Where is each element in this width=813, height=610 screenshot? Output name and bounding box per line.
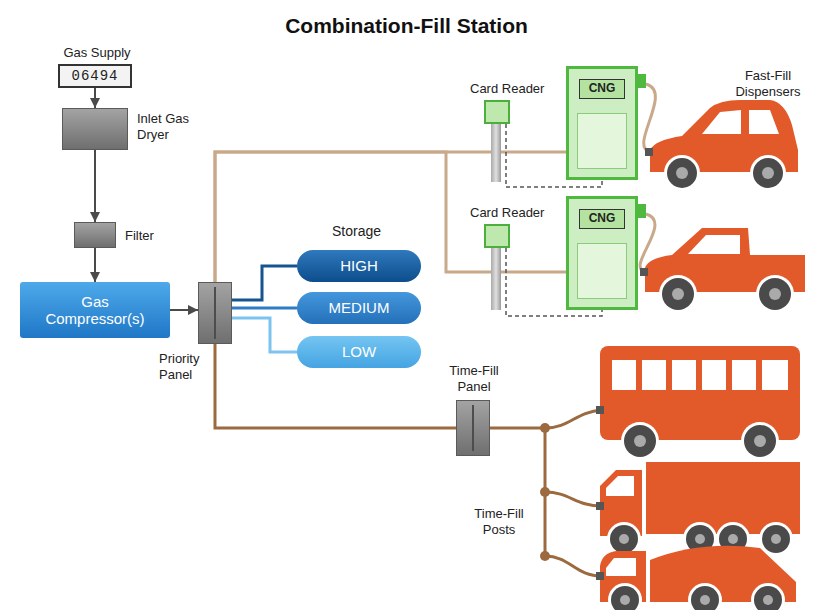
fast-fill-dispenser: CNG xyxy=(566,196,638,310)
dryer-box: Inlet Gas Dryer xyxy=(62,108,128,150)
post-dot xyxy=(540,423,550,433)
flow-line xyxy=(94,248,96,282)
fuel-hose xyxy=(644,84,656,152)
time-fill-panel: Time-Fill Panel xyxy=(456,400,490,456)
group-label: Storage xyxy=(332,223,381,240)
car-illustration xyxy=(645,100,798,191)
panel-divider xyxy=(472,405,474,451)
diagram-title: Combination-Fill Station xyxy=(0,14,813,38)
card-reader: Card Reader xyxy=(484,100,510,124)
node-heading: Card Reader xyxy=(470,81,544,97)
tank-label: HIGH xyxy=(340,257,378,274)
reader-post xyxy=(491,248,501,310)
priority-panel: Priority Panel xyxy=(198,282,232,344)
bus-illustration xyxy=(596,346,800,460)
node-heading: Card Reader xyxy=(470,205,544,221)
storage-tank: LOW xyxy=(297,336,421,368)
pickup-illustration xyxy=(640,228,805,313)
flow-line xyxy=(232,307,297,310)
process-label: Gas Compressor(s) xyxy=(36,293,154,328)
filter-box: Filter xyxy=(74,222,116,248)
node-heading: Filter xyxy=(125,228,154,244)
gas-meter: Gas Supply06494 xyxy=(58,64,132,88)
flow-line xyxy=(170,309,198,311)
flow-line xyxy=(232,318,297,352)
node-heading: Inlet Gas Dryer xyxy=(137,111,209,142)
reader-post xyxy=(491,124,501,182)
dispenser-panel xyxy=(577,113,627,169)
flow-line xyxy=(232,266,297,300)
nozzle-holster xyxy=(638,204,646,218)
refuse-truck-illustration xyxy=(596,546,796,610)
fast-fill-dispenser: CNG xyxy=(566,66,638,180)
time-fill-posts xyxy=(490,410,602,576)
storage-tank: HIGH xyxy=(297,250,421,282)
tank-label: MEDIUM xyxy=(329,299,390,316)
flow-line xyxy=(215,152,566,282)
nozzle-holster xyxy=(638,74,646,88)
panel-divider xyxy=(214,287,216,339)
post-dot xyxy=(540,487,550,497)
node-heading: Priority Panel xyxy=(159,351,209,382)
flow-line xyxy=(215,152,566,282)
dispenser-panel xyxy=(577,243,627,299)
truck-illustration xyxy=(596,462,800,556)
dispenser-label: CNG xyxy=(579,209,626,229)
node-heading: Gas Supply xyxy=(50,45,144,61)
compressor-box: Gas Compressor(s) xyxy=(20,282,170,338)
meter-reading: 06494 xyxy=(71,68,118,84)
storage-tank: MEDIUM xyxy=(297,292,421,324)
dispenser-label: CNG xyxy=(579,79,626,99)
node-heading: Time-Fill Panel xyxy=(439,363,509,394)
post-dot xyxy=(540,551,550,561)
group-label: Time-Fill Posts xyxy=(464,506,534,537)
card-reader: Card Reader xyxy=(484,224,510,248)
tank-label: LOW xyxy=(342,343,376,360)
flow-line xyxy=(94,88,96,108)
group-label: Fast-Fill Dispensers xyxy=(728,68,808,99)
flow-line xyxy=(94,150,96,222)
